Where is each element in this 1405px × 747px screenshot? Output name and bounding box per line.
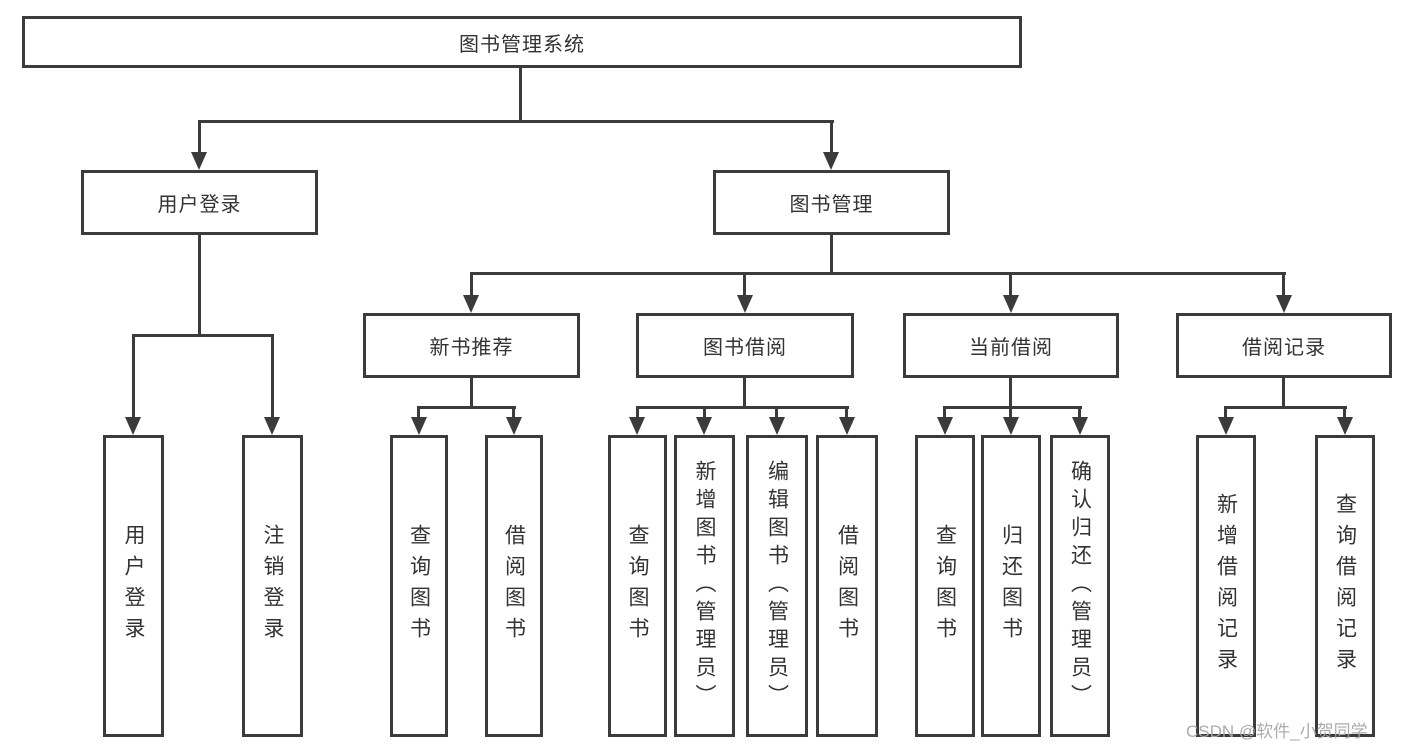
leaf-bookborrow-query-books: 查询图书 <box>608 435 667 737</box>
arrow-to-nb-query <box>411 417 427 435</box>
arrow-to-leaf-login <box>125 417 141 435</box>
edge-bb-edit-drop <box>775 406 778 419</box>
edge-currentborrow-stem <box>1009 378 1012 409</box>
edge-borrowrecords-stem <box>1282 378 1285 409</box>
edge-newbooks-stem <box>470 378 473 409</box>
edge-bb-add-drop <box>703 406 706 419</box>
edge-br-add-drop <box>1224 406 1227 419</box>
leaf-records-query-record: 查询借阅记录 <box>1315 435 1375 737</box>
node-user-login: 用户登录 <box>81 170 318 235</box>
edge-cb-return-drop <box>1009 406 1012 419</box>
arrow-to-user-login <box>191 152 207 170</box>
edge-bb-borrow-drop <box>845 406 848 419</box>
edge-level3-split <box>470 272 1286 275</box>
edge-root-stem <box>519 68 522 123</box>
arrow-to-cb-confirm <box>1072 417 1088 435</box>
edge-br-query-drop <box>1343 406 1346 419</box>
arrow-to-current-borrow <box>1003 295 1019 313</box>
arrow-to-cb-return <box>1003 417 1019 435</box>
leaf-currentborrow-confirm-return-admin: 确认归还（管理员） <box>1050 435 1110 737</box>
node-book-borrowing: 图书借阅 <box>636 313 854 378</box>
node-borrowing-records: 借阅记录 <box>1176 313 1392 378</box>
node-new-book-recommend: 新书推荐 <box>363 313 580 378</box>
node-root-library-system: 图书管理系统 <box>22 16 1022 68</box>
edge-newbooks-drop <box>470 272 473 297</box>
edge-cb-confirm-drop <box>1078 406 1081 419</box>
edge-leaf-login-drop <box>132 334 135 419</box>
edge-userlogin-stem <box>198 235 201 337</box>
leaf-bookborrow-edit-books-admin: 编辑图书（管理员） <box>746 435 808 737</box>
edge-cb-query-drop <box>943 406 946 419</box>
arrow-to-bb-borrow <box>839 417 855 435</box>
arrow-to-br-query <box>1337 417 1353 435</box>
edge-bookborrow-leafsplit <box>636 406 849 409</box>
node-book-management: 图书管理 <box>713 170 950 235</box>
arrow-to-borrow-records <box>1276 295 1292 313</box>
edge-leaf-logout-drop <box>271 334 274 419</box>
edge-userlogin-split <box>132 334 274 337</box>
edge-bookborrow-stem <box>743 378 746 409</box>
arrow-to-book-borrow <box>737 295 753 313</box>
edge-bookmgmt-drop <box>830 120 833 154</box>
arrow-to-book-mgmt <box>823 152 839 170</box>
edge-currentborrow-leafsplit <box>943 406 1082 409</box>
edge-borrowrecords-drop <box>1282 272 1285 297</box>
edge-userlogin-drop <box>198 120 201 154</box>
arrow-to-cb-query <box>937 417 953 435</box>
arrow-to-bb-add <box>696 417 712 435</box>
leaf-newbooks-borrow-books: 借阅图书 <box>485 435 543 737</box>
leaf-logout: 注销登录 <box>242 435 303 737</box>
leaf-bookborrow-borrow-books: 借阅图书 <box>816 435 878 737</box>
arrow-to-leaf-logout <box>264 417 280 435</box>
edge-currentborrow-drop <box>1009 272 1012 297</box>
leaf-currentborrow-query-books: 查询图书 <box>915 435 975 737</box>
arrow-to-bb-edit <box>769 417 785 435</box>
edge-bookmgmt-stem <box>830 235 833 275</box>
arrow-to-new-books <box>463 295 479 313</box>
edge-borrowrecords-leafsplit <box>1224 406 1347 409</box>
edge-nb-borrow-drop <box>512 406 515 419</box>
leaf-newbooks-query-books: 查询图书 <box>390 435 448 737</box>
arrow-to-bb-query <box>629 417 645 435</box>
edge-nb-query-drop <box>417 406 420 419</box>
edge-bb-query-drop <box>636 406 639 419</box>
edge-bookborrow-drop <box>743 272 746 297</box>
leaf-user-login: 用户登录 <box>103 435 164 737</box>
leaf-bookborrow-add-books-admin: 新增图书（管理员） <box>674 435 735 737</box>
arrow-to-nb-borrow <box>506 417 522 435</box>
node-current-borrowing: 当前借阅 <box>903 313 1119 378</box>
edge-newbooks-leafsplit <box>417 406 516 409</box>
csdn-watermark: CSDN @软件_小贺同学 <box>1186 722 1368 741</box>
arrow-to-br-add <box>1218 417 1234 435</box>
leaf-currentborrow-return-books: 归还图书 <box>981 435 1041 737</box>
leaf-records-add-record: 新增借阅记录 <box>1196 435 1256 737</box>
edge-level1-split <box>198 120 834 123</box>
